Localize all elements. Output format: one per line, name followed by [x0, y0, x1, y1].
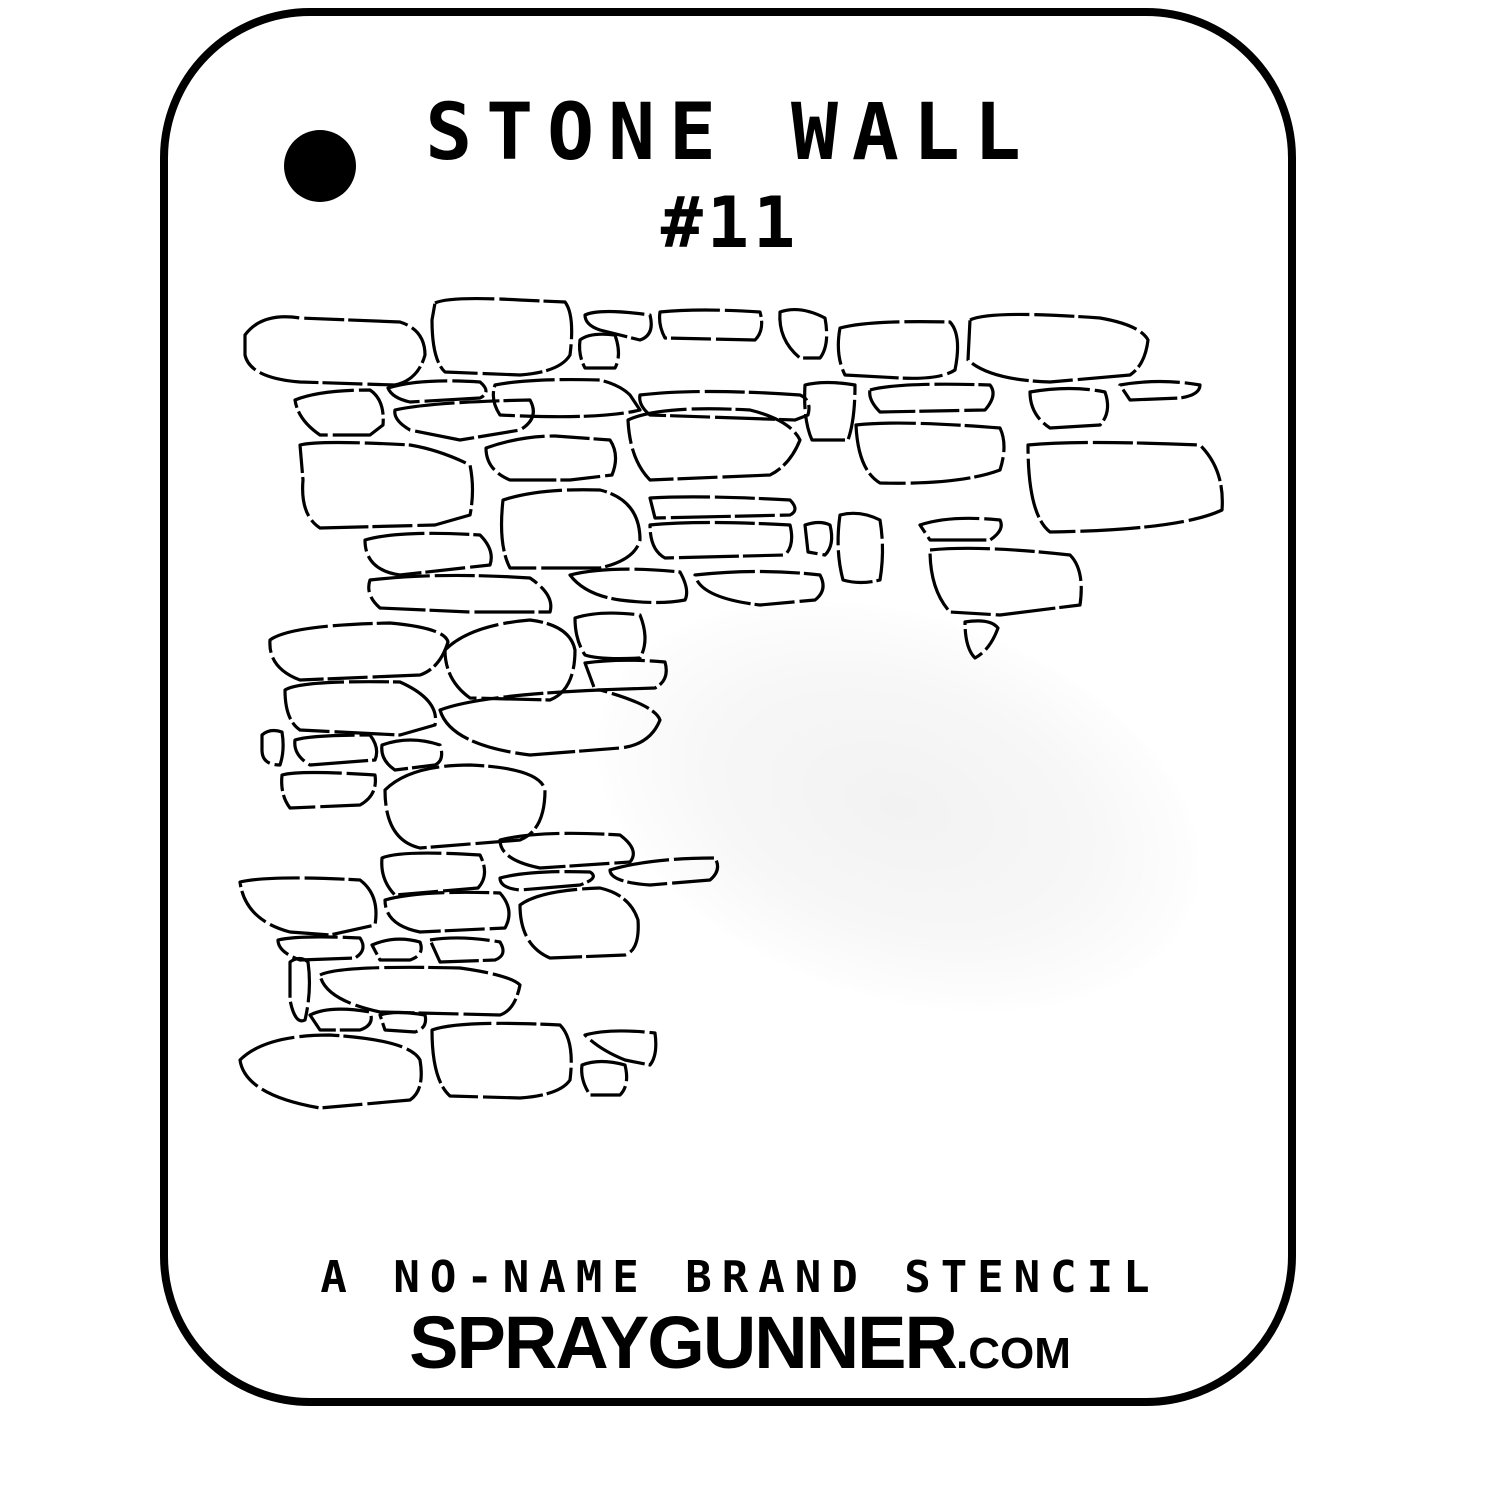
- stone-outline: [430, 1021, 573, 1100]
- stone-outline: [370, 937, 423, 962]
- stone-outline: [1118, 379, 1202, 402]
- stone-outline: [293, 388, 385, 437]
- stone-outline: [293, 733, 379, 767]
- stone-outline: [380, 851, 487, 897]
- stencil-number: #11: [660, 182, 800, 264]
- stone-outline: [626, 407, 802, 482]
- stone-outline: [430, 296, 574, 377]
- stone-outline: [966, 312, 1150, 384]
- stone-outline: [383, 763, 547, 850]
- stone-outline: [573, 611, 647, 661]
- stone-outline: [386, 379, 488, 404]
- stone-outline: [568, 567, 689, 605]
- stone-outline: [583, 309, 653, 342]
- stone-outline: [276, 935, 365, 962]
- stone-outline: [499, 488, 642, 570]
- stone-outline: [648, 520, 794, 560]
- stone-outline: [693, 569, 825, 607]
- stone-outline: [438, 688, 662, 757]
- stone-outline: [383, 890, 511, 934]
- stone-outline: [854, 421, 1006, 485]
- stone-outline: [363, 531, 493, 577]
- stone-outline: [868, 382, 995, 414]
- brand-website: SPRAYGUNNER.COM: [0, 1300, 1490, 1385]
- stone-outline: [443, 618, 577, 702]
- stone-outline: [638, 389, 811, 422]
- stencil-title: STONE WALL: [425, 88, 1035, 178]
- stone-outline: [648, 495, 797, 520]
- stone-outline: [308, 1007, 373, 1032]
- stone-outline: [268, 621, 450, 682]
- stone-outline: [288, 956, 312, 1023]
- stone-outline: [836, 320, 960, 380]
- stone-outline: [393, 398, 535, 442]
- stone-outline: [608, 856, 720, 887]
- stone-outline: [963, 619, 1000, 660]
- stone-outline: [380, 738, 444, 772]
- stone-outline: [484, 434, 618, 482]
- stone-outline: [1026, 440, 1224, 534]
- stone-outline: [428, 936, 505, 964]
- stone-outline: [918, 516, 1003, 542]
- stone-outline: [580, 1059, 629, 1097]
- stone-outline: [238, 1033, 423, 1110]
- stone-outline: [583, 658, 668, 692]
- stone-outline: [243, 315, 427, 387]
- stone-outline: [280, 770, 378, 810]
- site-domain: .COM: [955, 1329, 1071, 1378]
- stone-outline: [803, 380, 857, 442]
- stone-outline: [498, 831, 635, 870]
- stone-outline: [491, 377, 642, 419]
- stone-outline: [583, 1029, 658, 1067]
- stone-outline: [778, 307, 829, 360]
- site-main: SPRAYGUNNER: [409, 1301, 958, 1384]
- stone-outline: [836, 511, 885, 585]
- stone-outline: [657, 308, 764, 342]
- stone-outline: [298, 440, 475, 530]
- stone-outline: [518, 886, 640, 960]
- brand-tagline: A NO-NAME BRAND STENCIL: [320, 1252, 1160, 1303]
- stone-outline: [498, 870, 595, 892]
- stone-outline: [318, 965, 522, 1017]
- stone-outline: [1028, 386, 1110, 430]
- stone-outline: [577, 332, 621, 370]
- hanging-hole-icon: [284, 130, 356, 202]
- stone-outline: [378, 1010, 428, 1034]
- stone-outline: [803, 520, 834, 557]
- stone-outline: [928, 546, 1083, 617]
- stone-outline: [283, 680, 438, 737]
- stone-outline: [260, 728, 285, 767]
- stone-outline: [238, 876, 378, 937]
- stone-outline: [367, 573, 553, 614]
- stencil-sheet: [160, 8, 1296, 1406]
